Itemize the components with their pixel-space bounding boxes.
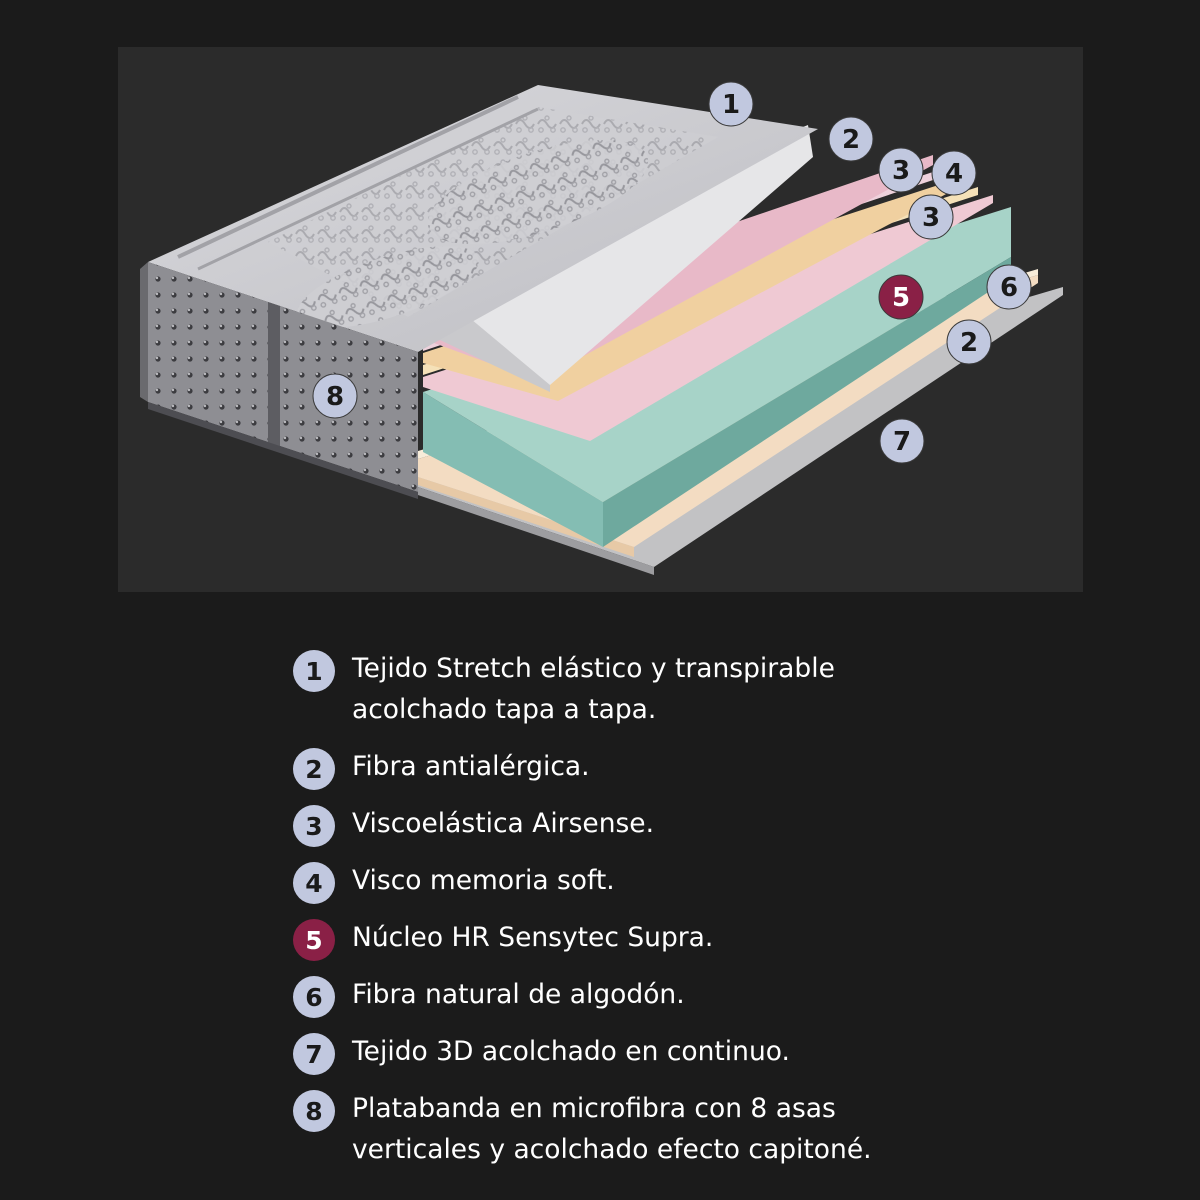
legend-text-line: acolchado tapa a tapa.: [352, 694, 657, 725]
legend-text-line: verticales y acolchado efecto capitoné.: [352, 1134, 872, 1165]
layer-quilted-top: [148, 85, 818, 352]
marker-badge-3: 3: [908, 194, 954, 240]
legend-number-badge: 1: [293, 650, 335, 692]
legend-item-4: 4 Visco memoria soft.: [293, 860, 1173, 904]
legend-text-line: Tejido 3D acolchado en continuo.: [352, 1036, 790, 1067]
legend-item-8: 8 Platabanda en microfibra con 8 asas vert…: [293, 1088, 1173, 1170]
marker-number: 5: [892, 283, 910, 313]
legend-text-line: Tejido Stretch elástico y transpirable: [352, 653, 835, 684]
legend-item-6: 6 Fibra natural de algodón.: [293, 974, 1173, 1018]
marker-circle: [946, 319, 992, 365]
legend-text-line: Visco memoria soft.: [352, 865, 615, 896]
marker-badge-5: 5: [878, 274, 924, 320]
legend-number-badge: 8: [293, 1090, 335, 1132]
marker-number: 8: [326, 382, 344, 412]
legend-item-7: 7 Tejido 3D acolchado en continuo.: [293, 1031, 1173, 1075]
marker-badge-3: 3: [878, 147, 924, 193]
marker-number: 3: [892, 156, 910, 186]
legend-number-badge: 3: [293, 805, 335, 847]
legend-item-1: 1 Tejido Stretch elástico y transpirable a…: [293, 648, 1173, 730]
legend-text-line: Viscoelástica Airsense.: [352, 808, 655, 839]
layer-legend: 1 Tejido Stretch elástico y transpirable a…: [293, 648, 1173, 1170]
marker-badge-4: 4: [931, 150, 977, 196]
marker-number: 2: [960, 328, 978, 358]
legend-item-5: 5 Núcleo HR Sensytec Supra.: [293, 917, 1173, 961]
marker-circle: [931, 150, 977, 196]
marker-circle: [908, 194, 954, 240]
marker-number: 6: [1000, 273, 1018, 303]
marker-badge-7: 7: [879, 418, 925, 464]
legend-number-badge: 6: [293, 976, 335, 1018]
marker-circle: [878, 147, 924, 193]
marker-badge-6: 6: [986, 264, 1032, 310]
marker-circle: [828, 116, 874, 162]
marker-number: 7: [893, 427, 911, 457]
legend-number-badge: 5: [293, 919, 335, 961]
legend-text-line: Fibra natural de algodón.: [352, 979, 685, 1010]
marker-circle: [879, 418, 925, 464]
marker-badge-2: 2: [946, 319, 992, 365]
marker-number: 2: [842, 125, 860, 155]
layer-side-panel: [140, 262, 418, 499]
marker-circle: [986, 264, 1032, 310]
marker-badge-8: 8: [312, 373, 358, 419]
legend-item-2: 2 Fibra antialérgica.: [293, 746, 1173, 790]
legend-number-badge: 7: [293, 1033, 335, 1075]
legend-number-badge: 4: [293, 862, 335, 904]
marker-circle: [708, 81, 754, 127]
legend-number-badge: 2: [293, 748, 335, 790]
marker-badge-1: 1: [708, 81, 754, 127]
marker-circle: [878, 274, 924, 320]
marker-badge-2: 2: [828, 116, 874, 162]
legend-text-line: Platabanda en microfibra con 8 asas: [352, 1093, 836, 1124]
marker-number: 1: [722, 90, 740, 120]
marker-circle: [312, 373, 358, 419]
legend-item-3: 3 Viscoelástica Airsense.: [293, 803, 1173, 847]
legend-text-line: Núcleo HR Sensytec Supra.: [352, 922, 714, 953]
legend-text-line: Fibra antialérgica.: [352, 751, 590, 782]
marker-number: 4: [945, 159, 963, 189]
marker-number: 3: [922, 203, 940, 233]
